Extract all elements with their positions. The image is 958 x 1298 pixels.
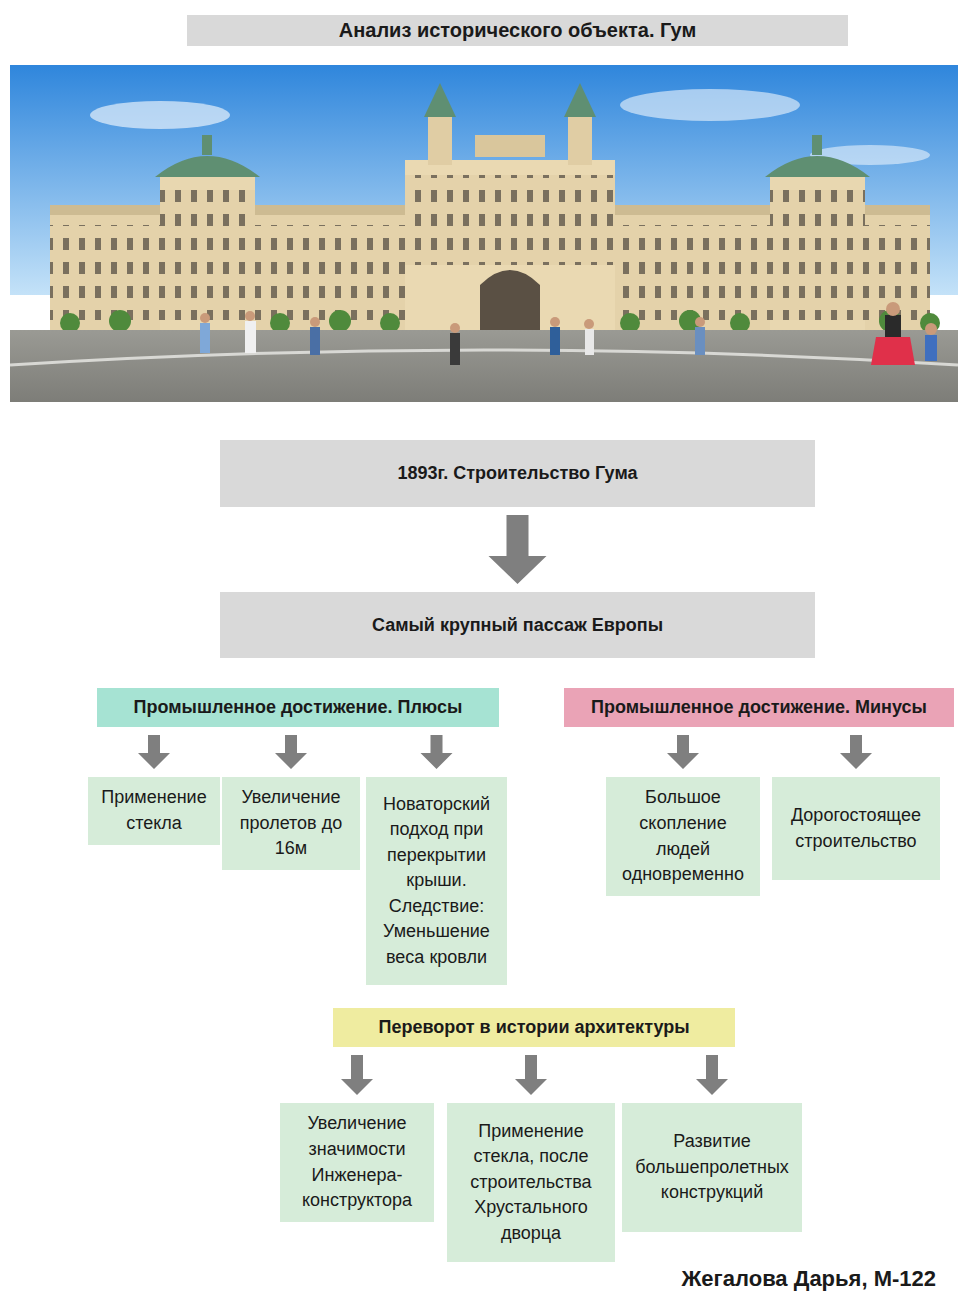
author-caption: Жегалова Дарья, М-122 [681,1266,936,1292]
node-label: Дорогостоящее строительство [779,803,933,854]
node-label: Промышленное достижение. Минусы [591,696,927,719]
result-box: Применение стекла, после строительства Х… [447,1103,615,1262]
result-box: Увеличение значимости Инженера-конструкт… [280,1103,434,1222]
block-arrow [341,1055,373,1095]
node-label: Самый крупный пассаж Европы [372,614,663,637]
node-label: Увеличение пролетов до 16м [229,785,353,862]
diagram-title: Анализ исторического объекта. Гум [339,19,697,42]
node-label: Увеличение значимости Инженера-конструкт… [287,1111,427,1213]
block-arrow [275,735,307,769]
block-arrow [138,735,170,769]
result-header: Переворот в истории архитектуры [333,1008,735,1047]
pros-header: Промышленное достижение. Плюсы [97,688,499,727]
gum-photo [10,65,958,402]
result-box: Развитие большепролетных конструкций [622,1103,802,1232]
node-label: Развитие большепролетных конструкций [629,1129,795,1206]
pro-box: Увеличение пролетов до 16м [222,777,360,870]
con-box: Дорогостоящее строительство [772,777,940,880]
stage-box: Самый крупный пассаж Европы [220,592,815,658]
node-label: Промышленное достижение. Плюсы [134,696,463,719]
node-label: 1893г. Строительство Гума [398,462,638,485]
block-arrow [840,735,872,769]
block-arrow [696,1055,728,1095]
block-arrow [489,515,547,584]
node-label: Новаторский подход при перекрытии крыши.… [373,792,500,971]
stage-box: 1893г. Строительство Гума [220,440,815,507]
block-arrow [667,735,699,769]
cons-header: Промышленное достижение. Минусы [564,688,954,727]
title-bar: Анализ исторического объекта. Гум [187,15,848,46]
pro-box: Новаторский подход при перекрытии крыши.… [366,777,507,985]
block-arrow [421,735,453,769]
con-box: Большое скопление людей одновременно [606,777,760,896]
pro-box: Применение стекла [88,777,220,845]
node-label: Применение стекла, после строительства Х… [454,1119,608,1247]
node-label: Переворот в истории архитектуры [378,1016,689,1039]
node-label: Применение стекла [95,785,213,836]
block-arrow [515,1055,547,1095]
node-label: Большое скопление людей одновременно [613,785,753,887]
